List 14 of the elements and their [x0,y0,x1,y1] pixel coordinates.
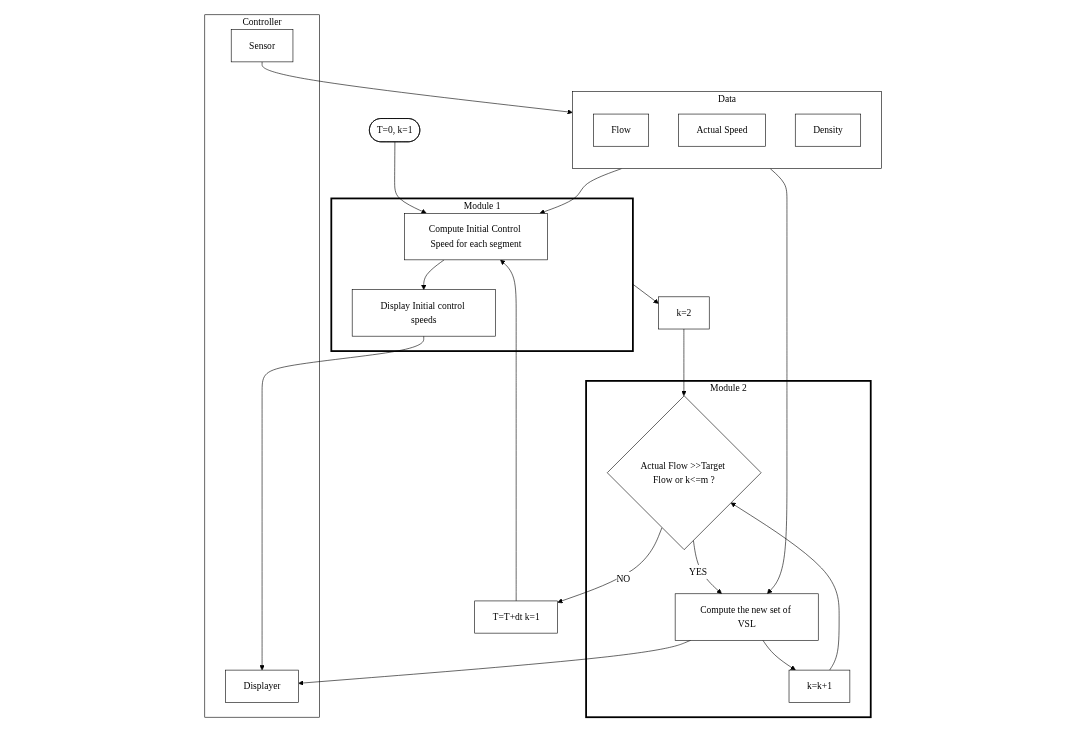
node-box: Compute Initial Control Speed for each segment [404,213,549,261]
node-box: T=T+dt k=1 [474,600,559,634]
node-box: Sensor [231,29,294,63]
node-diamond: Actual Flow >>Target Flow or k<=m ? [607,395,762,550]
node-box: Density [795,113,862,147]
node-box: Compute the new set of VSL [675,593,819,641]
node-box: Display Initial control speeds [352,289,496,337]
node-box: Flow [593,113,650,147]
node-box: Displayer [225,669,300,703]
node-box: k=k+1 [789,669,851,703]
edge-label: YES [689,566,708,577]
node-box: Actual Speed [678,113,767,147]
edge-label: NO [616,573,631,584]
node-box: k=2 [658,296,710,330]
